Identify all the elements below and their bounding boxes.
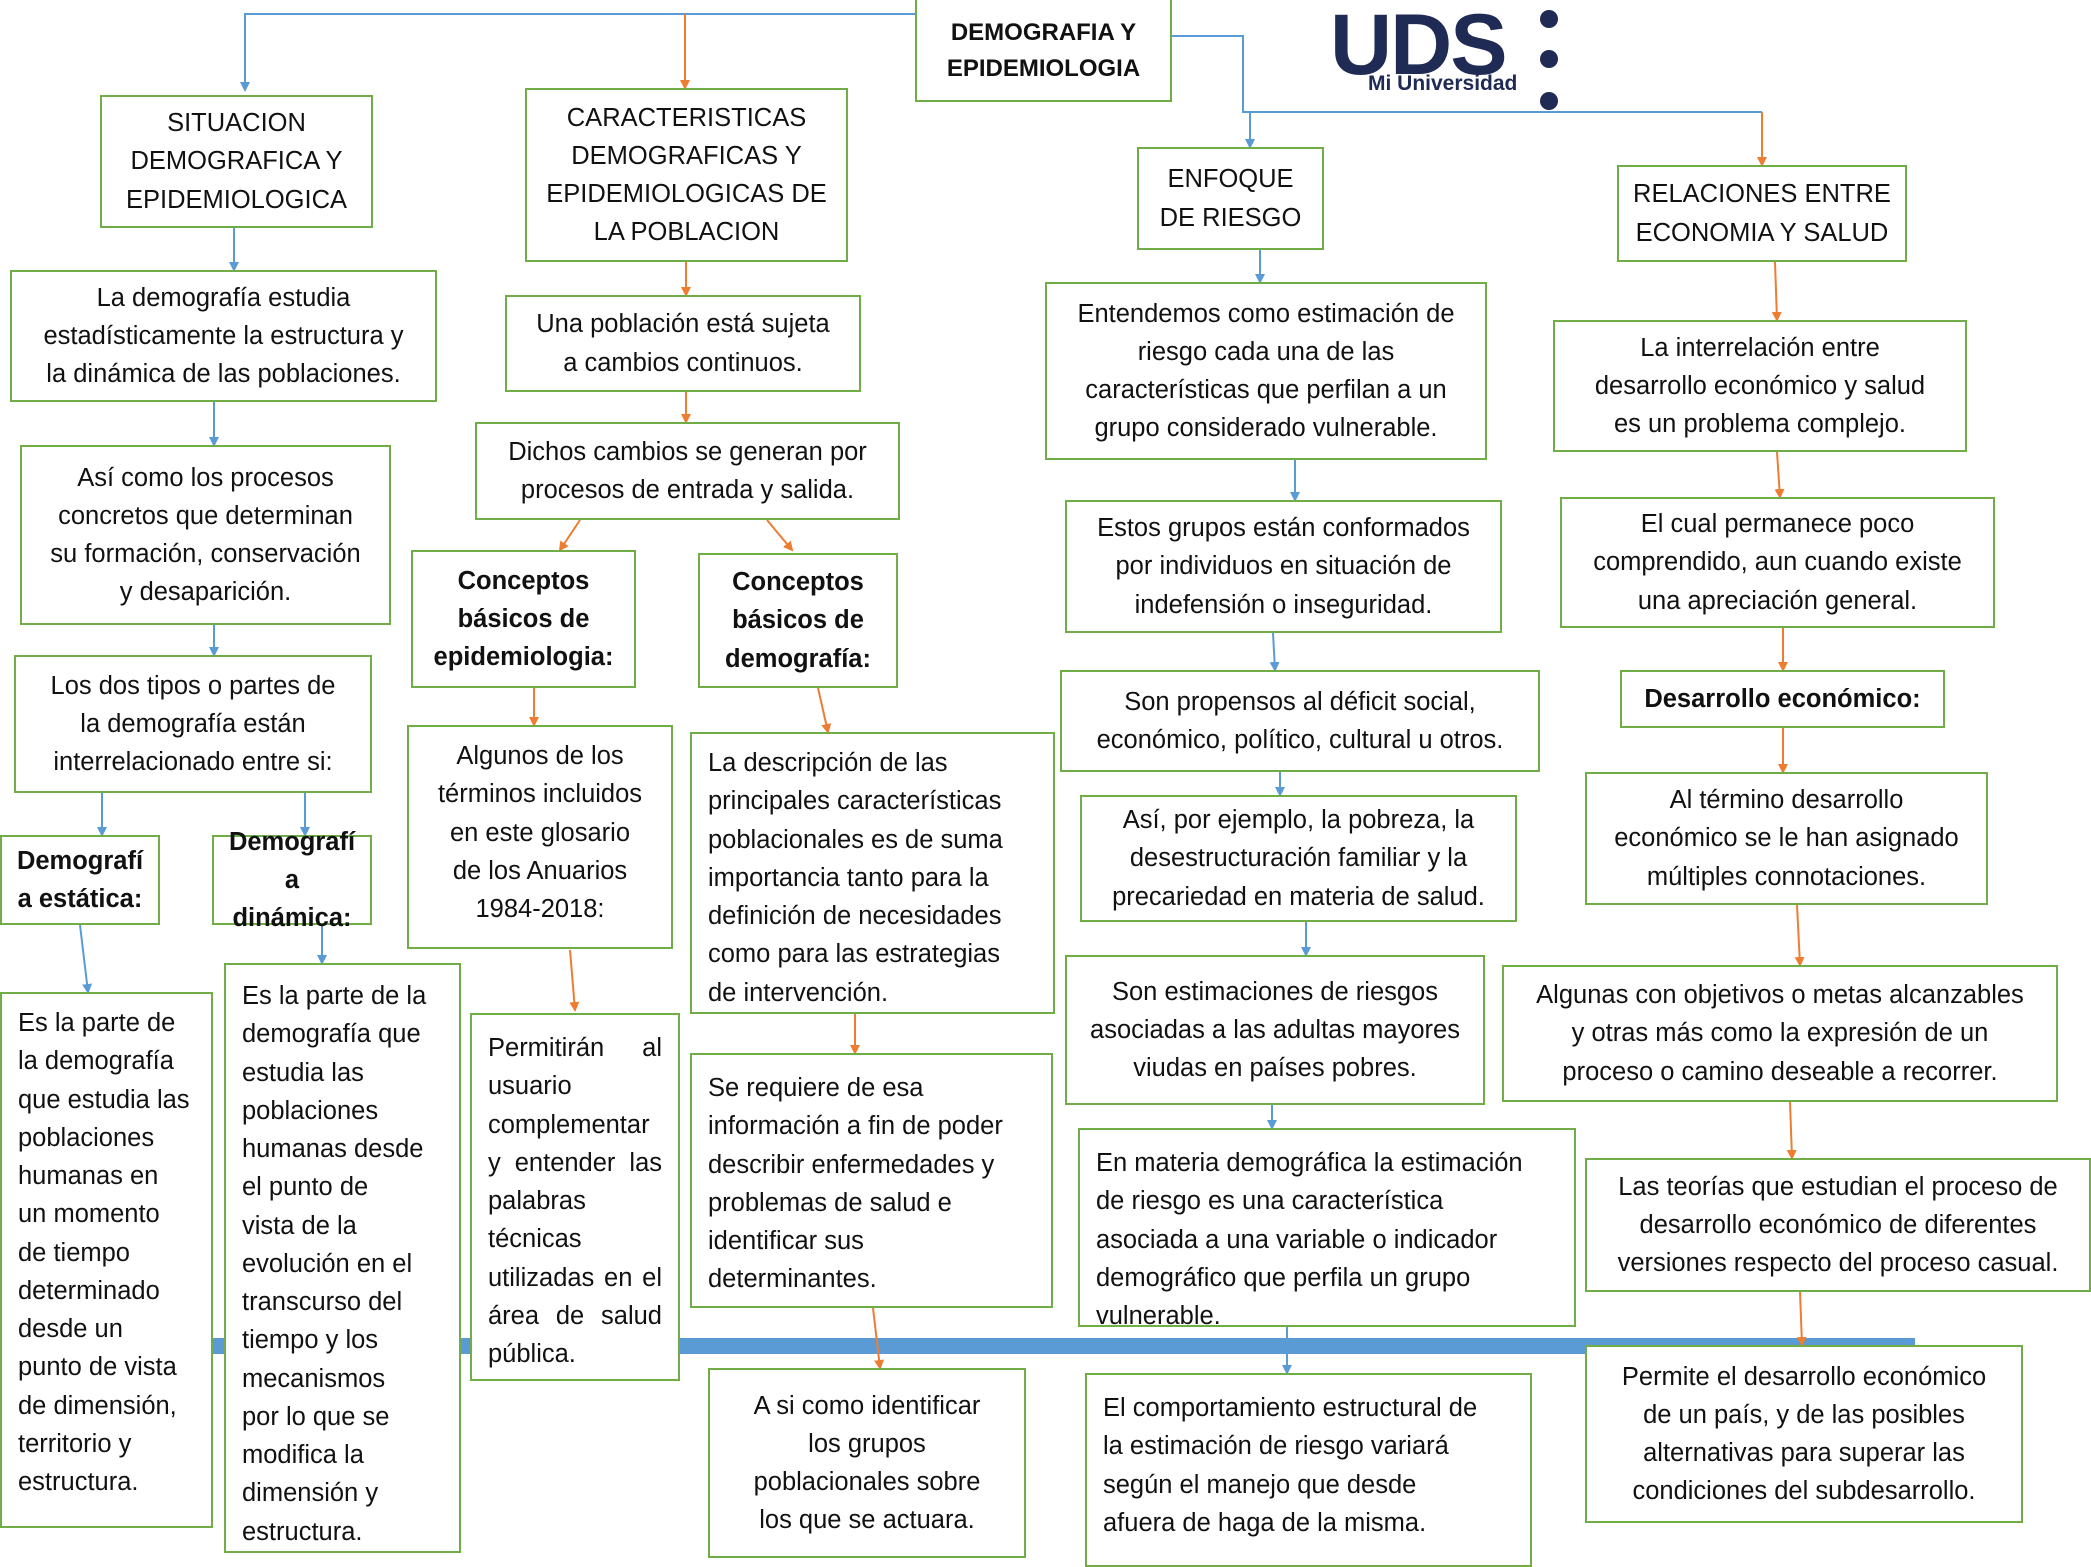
node-text: El cual permanece poco comprendido, aun … <box>1593 510 1962 615</box>
node-text: Así, por ejemplo, la pobreza, la desestr… <box>1112 806 1485 911</box>
node-text: Conceptos básicos de epidemiologia: <box>433 566 614 672</box>
node-text: Es la parte de la demografía que estudia… <box>242 982 427 1546</box>
node-text: SITUACION DEMOGRAFICA Y EPIDEMIOLOGICA <box>125 109 348 214</box>
node-text: La descripción de las principales caract… <box>708 749 1003 1007</box>
node-text: Algunos de los términos incluidos en est… <box>437 742 643 923</box>
arrow <box>872 1307 885 1370</box>
node-text: La interrelación entre desarrollo económ… <box>1594 333 1926 439</box>
situacion-node-2: Así como los procesos concretos que dete… <box>20 445 391 625</box>
node-text: En materia demográfica la estimación de … <box>1096 1149 1523 1330</box>
economia-node-4: Algunas con objetivos o metas alcanzable… <box>1502 965 2058 1102</box>
caracteristicas-header: CARACTERISTICAS DEMOGRAFICAS Y EPIDEMIOL… <box>525 88 848 262</box>
demografia-label: Conceptos básicos de demografía: <box>698 553 898 688</box>
logo-dot <box>1540 92 1558 110</box>
node-text: Son estimaciones de riesgos asociadas a … <box>1090 977 1460 1083</box>
node-text: Al término desarrollo económico se le ha… <box>1614 786 1959 891</box>
node-text: Los dos tipos o partes de la demografía … <box>50 671 336 777</box>
riesgo-node-5: Son estimaciones de riesgos asociadas a … <box>1065 955 1485 1105</box>
logo-dot <box>1540 10 1558 28</box>
central-title: DEMOGRAFIA Y EPIDEMIOLOGIA <box>915 0 1172 102</box>
epidemiologia-label: Conceptos básicos de epidemiologia: <box>411 550 636 688</box>
estatica-label: Demografí a estática: <box>0 835 160 925</box>
node-text: La demografía estudia estadísticamente l… <box>43 283 404 389</box>
node-text: Entendemos como estimación de riesgo cad… <box>1077 299 1455 443</box>
node-text: Son propensos al déficit social, económi… <box>1096 687 1504 754</box>
arrow <box>1786 1101 1797 1160</box>
situacion-header: SITUACION DEMOGRAFICA Y EPIDEMIOLOGICA <box>100 95 373 228</box>
situacion-node-3: Los dos tipos o partes de la demografía … <box>14 655 372 793</box>
arrow <box>1794 904 1805 967</box>
node-text: Permitirán al usuario complementar y ent… <box>488 1034 662 1368</box>
node-text: RELACIONES ENTRE ECONOMIA Y SALUD <box>1633 180 1891 247</box>
node-text: Una población está sujeta a cambios cont… <box>536 310 830 377</box>
arrow <box>569 949 580 1012</box>
arrow <box>1774 451 1785 499</box>
economia-node-5: Las teorías que estudian el proceso de d… <box>1585 1158 2091 1292</box>
arrow <box>79 924 93 994</box>
riesgo-node-1: Entendemos como estimación de riesgo cad… <box>1045 282 1487 460</box>
riesgo-node-3: Son propensos al déficit social, económi… <box>1060 670 1540 772</box>
node-text: Así como los procesos concretos que dete… <box>50 463 361 607</box>
logo-dot <box>1540 50 1558 68</box>
node-text: Las teorías que estudian el proceso de d… <box>1617 1172 2059 1278</box>
desarrollo-label: Desarrollo económico: <box>1620 670 1945 728</box>
node-text: Demografí a estática: <box>16 846 144 913</box>
node-text: Conceptos básicos de demografía: <box>725 568 871 673</box>
caracteristicas-node-2: Dichos cambios se generan por procesos d… <box>475 422 900 520</box>
node-text: CARACTERISTICAS DEMOGRAFICAS Y EPIDEMIOL… <box>546 103 827 247</box>
node-text: Permite el desarrollo económico de un pa… <box>1621 1362 1987 1506</box>
economia-node-6: Permite el desarrollo económico de un pa… <box>1585 1345 2023 1523</box>
arrow <box>558 519 581 552</box>
logo-tagline: Mi Universidad <box>1368 72 1518 95</box>
economia-node-2: El cual permanece poco comprendido, aun … <box>1560 497 1995 628</box>
node-text: ENFOQUE DE RIESGO <box>1159 165 1302 232</box>
dinamica-text: Es la parte de la demografía que estudia… <box>224 963 461 1553</box>
economia-node-3: Al término desarrollo económico se le ha… <box>1585 772 1988 905</box>
node-text: A si como identificar los grupos poblaci… <box>753 1391 981 1535</box>
arrow <box>766 519 794 552</box>
node-text: Es la parte de la demografía que estudia… <box>18 1009 190 1496</box>
demografia-node-2: Se requiere de esa información a fin de … <box>690 1053 1053 1308</box>
epidemiologia-node-2: Permitirán al usuario complementar y ent… <box>470 1013 680 1381</box>
riesgo-node-4: Así, por ejemplo, la pobreza, la desestr… <box>1080 795 1517 922</box>
dinamica-label: Demografí a dinámica: <box>212 828 372 932</box>
economia-header: RELACIONES ENTRE ECONOMIA Y SALUD <box>1617 165 1907 262</box>
caracteristicas-node-1: Una población está sujeta a cambios cont… <box>505 295 861 392</box>
arrow <box>1796 1291 1807 1347</box>
riesgo-header: ENFOQUE DE RIESGO <box>1137 147 1324 250</box>
uds-logo: UDS Mi Universidad <box>1318 0 1568 120</box>
riesgo-node-7: El comportamiento estructural de la esti… <box>1085 1373 1532 1567</box>
central-title-text: DEMOGRAFIA Y EPIDEMIOLOGIA <box>946 19 1141 82</box>
arrow <box>1771 261 1782 322</box>
situacion-node-1: La demografía estudia estadísticamente l… <box>10 270 437 402</box>
economia-node-1: La interrelación entre desarrollo económ… <box>1553 320 1967 452</box>
logo-brand: UDS <box>1330 0 1508 93</box>
demografia-node-1: La descripción de las principales caract… <box>690 732 1055 1014</box>
top-connector-left <box>240 13 915 92</box>
node-text: Estos grupos están conformados por indiv… <box>1097 514 1470 619</box>
demografia-node-3: A si como identificar los grupos poblaci… <box>708 1368 1026 1558</box>
node-text: Demografí a dinámica: <box>228 827 356 933</box>
estatica-text: Es la parte de la demografía que estudia… <box>0 992 213 1528</box>
node-text: Algunas con objetivos o metas alcanzable… <box>1536 981 2024 1086</box>
arrow <box>817 687 832 734</box>
riesgo-node-2: Estos grupos están conformados por indiv… <box>1065 500 1502 633</box>
node-text: Desarrollo económico: <box>1644 684 1921 713</box>
node-text: Se requiere de esa información a fin de … <box>708 1074 1003 1294</box>
arrow <box>1269 632 1280 672</box>
node-text: Dichos cambios se generan por procesos d… <box>508 437 867 504</box>
riesgo-node-6: En materia demográfica la estimación de … <box>1078 1128 1576 1330</box>
epidemiologia-node-1: Algunos de los términos incluidos en est… <box>407 725 673 949</box>
node-text: El comportamiento estructural de la esti… <box>1103 1394 1478 1537</box>
